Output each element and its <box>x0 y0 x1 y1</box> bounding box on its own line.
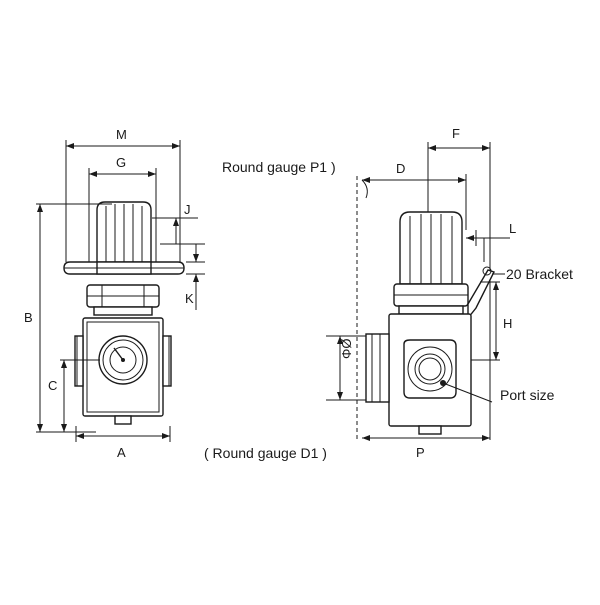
pressure-gauge <box>98 335 148 385</box>
front-view: M G <box>24 127 327 461</box>
round-gauge-p1-label: Round gauge P1 ) <box>222 159 336 175</box>
label-g: G <box>116 155 126 170</box>
port-size-label: Port size <box>500 387 555 403</box>
bracket-label: 20 Bracket <box>506 266 573 282</box>
dimension-phi: ΦØ <box>326 335 366 401</box>
label-m: M <box>116 127 127 142</box>
label-c: C <box>48 378 57 393</box>
port <box>403 339 457 399</box>
dimension-g: G <box>88 155 157 262</box>
regulator-knob <box>96 201 152 273</box>
label-j: J <box>184 202 191 217</box>
dimension-f: F <box>427 126 491 440</box>
side-body <box>365 313 472 435</box>
side-bracket: 20 Bracket <box>467 266 573 320</box>
side-bonnet <box>393 283 469 315</box>
label-h: H <box>503 316 512 331</box>
dimension-h: H <box>470 281 512 361</box>
regulator-body <box>74 317 172 425</box>
port-size-callout: Port size <box>442 382 555 403</box>
dimension-b: B <box>24 203 112 433</box>
dimension-l: L <box>466 221 516 262</box>
side-knob <box>399 211 463 285</box>
label-p: P <box>416 445 425 460</box>
label-l: L <box>509 221 516 236</box>
bonnet <box>86 284 160 316</box>
dimension-d: D <box>362 161 467 230</box>
side-view: Round gauge P1 ) F D <box>222 126 573 460</box>
label-a: A <box>117 445 126 460</box>
label-k: K <box>185 291 194 306</box>
label-d: D <box>396 161 405 176</box>
dimension-p: P <box>362 435 490 460</box>
dimension-k: K <box>185 244 205 310</box>
dimension-c: C <box>48 359 100 432</box>
dimension-m: M <box>65 127 181 262</box>
mounting-bracket <box>63 261 185 275</box>
dimension-j: J <box>152 202 205 245</box>
dimension-a: A <box>75 426 171 460</box>
label-phi: ΦØ <box>339 339 354 359</box>
label-b: B <box>24 310 33 325</box>
label-f: F <box>452 126 460 141</box>
round-gauge-d1-label: ( Round gauge D1 ) <box>204 445 327 461</box>
